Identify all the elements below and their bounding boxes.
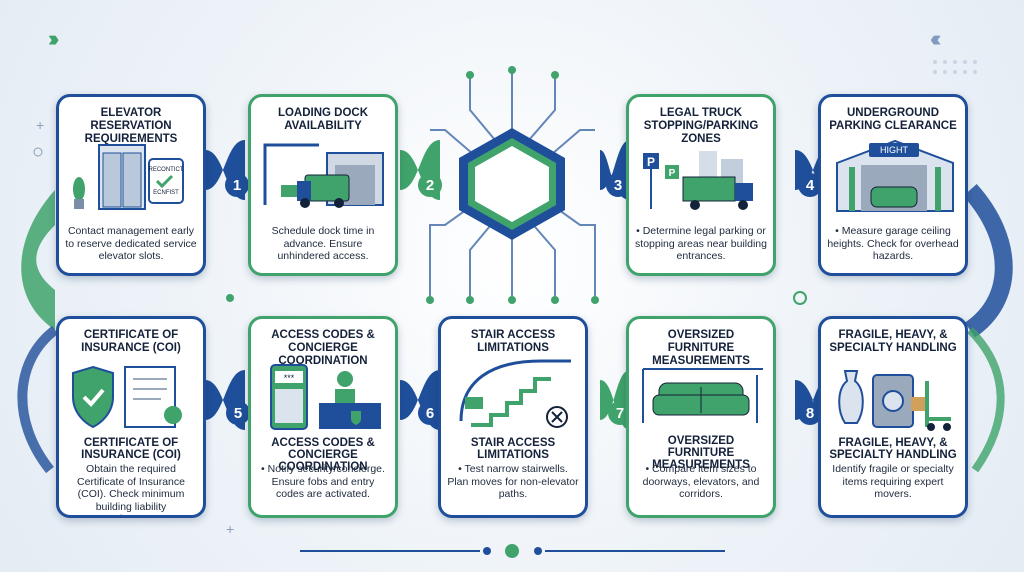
right-ribbon-green [967, 327, 1005, 473]
svg-text:RECONTICT: RECONTICT [149, 167, 184, 173]
card-loading-dock: LOADING DOCK AVAILABILITY Schedule dock … [248, 94, 398, 276]
safe-vase-icon [838, 370, 951, 431]
right-ribbon [963, 183, 1013, 338]
svg-text:***: *** [284, 373, 295, 383]
chevron-left-icon: ‹‹‹‹ [930, 26, 942, 51]
card-subtitle: CERTIFICATE OF INSURANCE (COI) [81, 437, 181, 461]
card-body: • Notify security/concierge. Ensure fobs… [261, 463, 385, 500]
card-elevator-reservation: ELEVATOR RESERVATION REQUIREMENTS RECONT… [56, 94, 206, 276]
step-number: 4 [805, 177, 815, 194]
card-body: Schedule dock time in advance. Ensure un… [271, 225, 375, 262]
keypad-concierge-icon: *** [270, 364, 381, 430]
card-certificate-insurance: CERTIFICATE OF INSURANCE (COI) CERTIFICA… [56, 316, 206, 518]
card-subtitle: OVERSIZED FURNITURE MEASUREMENTS [652, 435, 750, 471]
step-number: 1 [232, 177, 242, 194]
card-subtitle: STAIR ACCESS LIMITATIONS [470, 437, 556, 461]
card-subtitle: ACCESS CODES & CONCIERGE COORDINATION [271, 437, 375, 473]
sofa-measure-icon [642, 368, 763, 423]
svg-text:P: P [669, 168, 676, 179]
garage-clearance-icon: HIGHT [836, 139, 954, 212]
svg-text:P: P [647, 155, 655, 169]
step-number: 6 [425, 405, 435, 422]
parking-truck-icon: P P [643, 151, 753, 210]
card-access-codes: ACCESS CODES & CONCIERGE COORDINATION **… [248, 316, 398, 518]
left-ribbon [21, 190, 55, 330]
card-body: • Compare item sizes to doorways, elevat… [642, 463, 760, 500]
card-body: Obtain the required Certificate of Insur… [77, 463, 185, 515]
card-body: Contact management early to reserve dedi… [65, 225, 197, 262]
card-title: LOADING DOCK AVAILABILITY [277, 107, 369, 132]
card-title: OVERSIZED FURNITURE MEASUREMENTS [652, 329, 750, 367]
card-body: • Determine legal parking or stopping ar… [635, 225, 767, 262]
elevator-icon: RECONTICT ECNFIST [73, 144, 184, 210]
svg-text:HIGHT: HIGHT [880, 145, 909, 155]
circuit-nodes [226, 66, 807, 305]
card-title: LEGAL TRUCK STOPPING/PARKING ZONES [643, 107, 759, 145]
card-legal-truck-parking: LEGAL TRUCK STOPPING/PARKING ZONES P P •… [626, 94, 776, 276]
step-number: 3 [613, 177, 623, 194]
card-underground-parking: UNDERGROUND PARKING CLEARANCE HIGHT • Me… [818, 94, 968, 276]
shield-certificate-icon [72, 365, 182, 429]
chevron-right-icon: ›››› [48, 26, 60, 51]
step-number: 7 [615, 405, 625, 422]
card-body: Identify fragile or specialty items requ… [832, 463, 954, 500]
card-body: • Measure garage ceiling heights. Check … [827, 225, 959, 262]
step-number: 8 [805, 405, 815, 422]
loading-dock-icon [263, 143, 384, 208]
card-title: CERTIFICATE OF INSURANCE (COI) [81, 329, 181, 354]
left-ribbon-blue [17, 326, 59, 474]
step-number: 2 [425, 177, 435, 194]
card-title: UNDERGROUND PARKING CLEARANCE [829, 107, 957, 132]
card-title: ELEVATOR RESERVATION REQUIREMENTS [84, 107, 178, 145]
card-fragile-handling: FRAGILE, HEAVY, & SPECIALTY HANDLING FRA… [818, 316, 968, 518]
card-title: FRAGILE, HEAVY, & SPECIALTY HANDLING [829, 329, 957, 354]
card-oversized-furniture: OVERSIZED FURNITURE MEASUREMENTS OVERSIZ… [626, 316, 776, 518]
staircase-icon [459, 359, 571, 428]
step-number: 5 [233, 405, 243, 422]
svg-text:+: + [226, 521, 234, 537]
card-stair-access: STAIR ACCESS LIMITATIONS STAIR ACCESS LI… [438, 316, 588, 518]
card-body: • Test narrow stairwells. Plan moves for… [447, 463, 579, 500]
card-title: STAIR ACCESS LIMITATIONS [470, 329, 556, 354]
svg-text:ECNFIST: ECNFIST [153, 190, 179, 196]
card-subtitle: FRAGILE, HEAVY, & SPECIALTY HANDLING [829, 437, 957, 461]
svg-text:+: + [36, 117, 44, 133]
